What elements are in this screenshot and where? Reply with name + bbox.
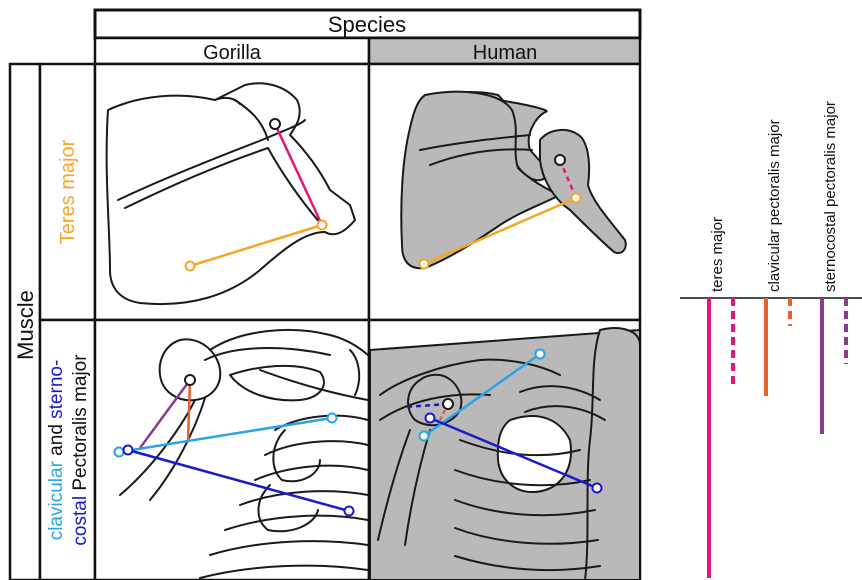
and-word: and: [46, 419, 67, 461]
gorilla-clavicular-insertion: [115, 448, 124, 457]
bar-label-teres: teres major: [709, 217, 726, 292]
human-thorax-drawing: [370, 328, 640, 580]
costal-word: costal: [70, 496, 91, 546]
teres-row-label: Teres major: [57, 139, 79, 244]
pectoralis-row-label-line2: costal Pectoralis major: [70, 354, 91, 546]
human-sternocostal-origin: [593, 484, 602, 493]
sterno-word: sterno-: [46, 360, 67, 419]
muscle-title: Muscle: [13, 290, 38, 360]
gorilla-sternocostal-origin: [345, 507, 354, 516]
bar-label-clavicular: clavicular pectoralis major: [766, 119, 783, 292]
bar-label-sternocostal: sternocostal pectoralis major: [822, 101, 839, 292]
human-sternocostal-insertion: [426, 414, 435, 423]
pectoralis-major-word: Pectoralis major: [70, 354, 91, 496]
gorilla-column-label: Gorilla: [203, 42, 262, 64]
human-pectoral-joint-center: [443, 399, 453, 409]
gorilla-pectoral-joint-center: [185, 375, 195, 385]
clavicular-word: clavicular: [46, 460, 67, 540]
gorilla-teres-insertion: [318, 221, 327, 230]
gorilla-sternocostal-insertion: [124, 446, 133, 455]
species-title: Species: [328, 12, 406, 37]
gorilla-teres-origin: [186, 262, 195, 271]
human-clavicular-origin: [536, 350, 545, 359]
human-teres-insertion: [572, 194, 581, 203]
human-clavicular-insertion: [420, 432, 429, 441]
human-teres-joint-center: [555, 155, 565, 165]
human-column-label: Human: [473, 42, 537, 64]
pectoralis-row-label-line1: clavicular and sterno-: [46, 360, 67, 541]
human-teres-origin: [420, 260, 429, 269]
gorilla-clavicular-origin: [328, 414, 337, 423]
gorilla-teres-joint-center: [270, 119, 280, 129]
